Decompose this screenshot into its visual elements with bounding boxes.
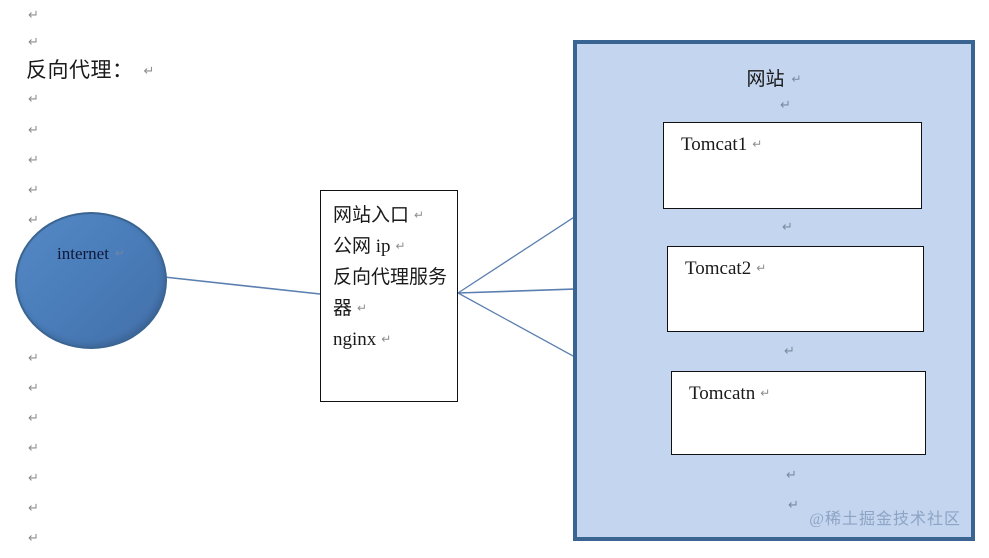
- tomcat-box-label: Tomcat1 ↵: [681, 134, 921, 156]
- tomcat-box-label-text: Tomcatn: [689, 383, 756, 404]
- pilcrow-icon: ↵: [381, 332, 392, 346]
- tomcat-server-box[interactable]: Tomcat1 ↵: [663, 122, 922, 209]
- page-title: 反向代理： ↵: [26, 54, 155, 84]
- margin-pilcrow: ↵: [28, 410, 39, 425]
- pilcrow-icon: ↵: [791, 72, 802, 86]
- pilcrow-icon: ↵: [756, 261, 767, 275]
- margin-pilcrow: ↵: [28, 440, 39, 455]
- proxy-line-reverse-proxy-server: 反向代理服务器↵: [333, 262, 457, 324]
- tomcat-box-label: Tomcat2 ↵: [685, 258, 923, 280]
- margin-pilcrow: ↵: [28, 91, 39, 106]
- pilcrow-icon: ↵: [395, 239, 406, 253]
- internet-label-text: internet: [57, 244, 109, 263]
- internet-label: internet ↵: [57, 244, 125, 264]
- margin-pilcrow: ↵: [28, 500, 39, 515]
- margin-pilcrow: ↵: [28, 7, 39, 22]
- pilcrow-icon: ↵: [752, 137, 763, 151]
- tomcat-server-box[interactable]: Tomcatn ↵: [671, 371, 926, 455]
- page-title-text: 反向代理：: [26, 58, 134, 82]
- panel-pilcrow: ↵: [786, 467, 797, 482]
- website-panel-title: 网站 ↵: [577, 64, 971, 91]
- pilcrow-icon: ↵: [357, 301, 368, 315]
- pilcrow-icon: ↵: [414, 208, 425, 222]
- pilcrow-icon: ↵: [760, 386, 771, 400]
- panel-pilcrow: ↵: [782, 219, 793, 234]
- proxy-line-public-ip: 公网 ip ↵: [333, 231, 457, 262]
- tomcat-box-label-text: Tomcat1: [681, 134, 748, 155]
- panel-pilcrow: ↵: [788, 497, 799, 512]
- connector-internet-to-proxy: [163, 276, 321, 295]
- tomcat-server-box[interactable]: Tomcat2 ↵: [667, 246, 924, 332]
- panel-pilcrow: ↵: [784, 343, 795, 358]
- margin-pilcrow: ↵: [28, 182, 39, 197]
- reverse-proxy-box[interactable]: 网站入口↵ 公网 ip↵ 反向代理服务器↵ nginx↵: [320, 190, 458, 402]
- margin-pilcrow: ↵: [28, 470, 39, 485]
- tomcat-box-label: Tomcatn ↵: [689, 383, 925, 405]
- internet-node[interactable]: internet ↵: [15, 212, 167, 349]
- proxy-line-text: nginx: [333, 329, 377, 350]
- margin-pilcrow: ↵: [28, 34, 39, 49]
- margin-pilcrow: ↵: [28, 380, 39, 395]
- panel-pilcrow: ↵: [780, 97, 791, 112]
- margin-pilcrow: ↵: [28, 152, 39, 167]
- proxy-line-text: 网站入口: [333, 205, 410, 226]
- margin-pilcrow: ↵: [28, 530, 39, 545]
- website-panel[interactable]: 网站 ↵ ↵ ↵ ↵ ↵ ↵ Tomcat1 ↵ Tomcat2 ↵ Tomcatn ↵…: [573, 40, 975, 541]
- watermark: @稀土掘金技术社区: [809, 511, 961, 528]
- proxy-line-text: 公网 ip: [333, 236, 391, 257]
- tomcat-box-label-text: Tomcat2: [685, 258, 752, 279]
- website-panel-title-text: 网站: [746, 69, 785, 90]
- pilcrow-icon: ↵: [114, 246, 125, 260]
- margin-pilcrow: ↵: [28, 212, 39, 227]
- proxy-line-text: 反向代理服务器: [333, 267, 448, 319]
- proxy-line-nginx: nginx ↵: [333, 324, 457, 355]
- margin-pilcrow: ↵: [28, 122, 39, 137]
- pilcrow-icon: ↵: [143, 63, 155, 78]
- proxy-line-site-entry: 网站入口 ↵: [333, 200, 457, 231]
- margin-pilcrow: ↵: [28, 350, 39, 365]
